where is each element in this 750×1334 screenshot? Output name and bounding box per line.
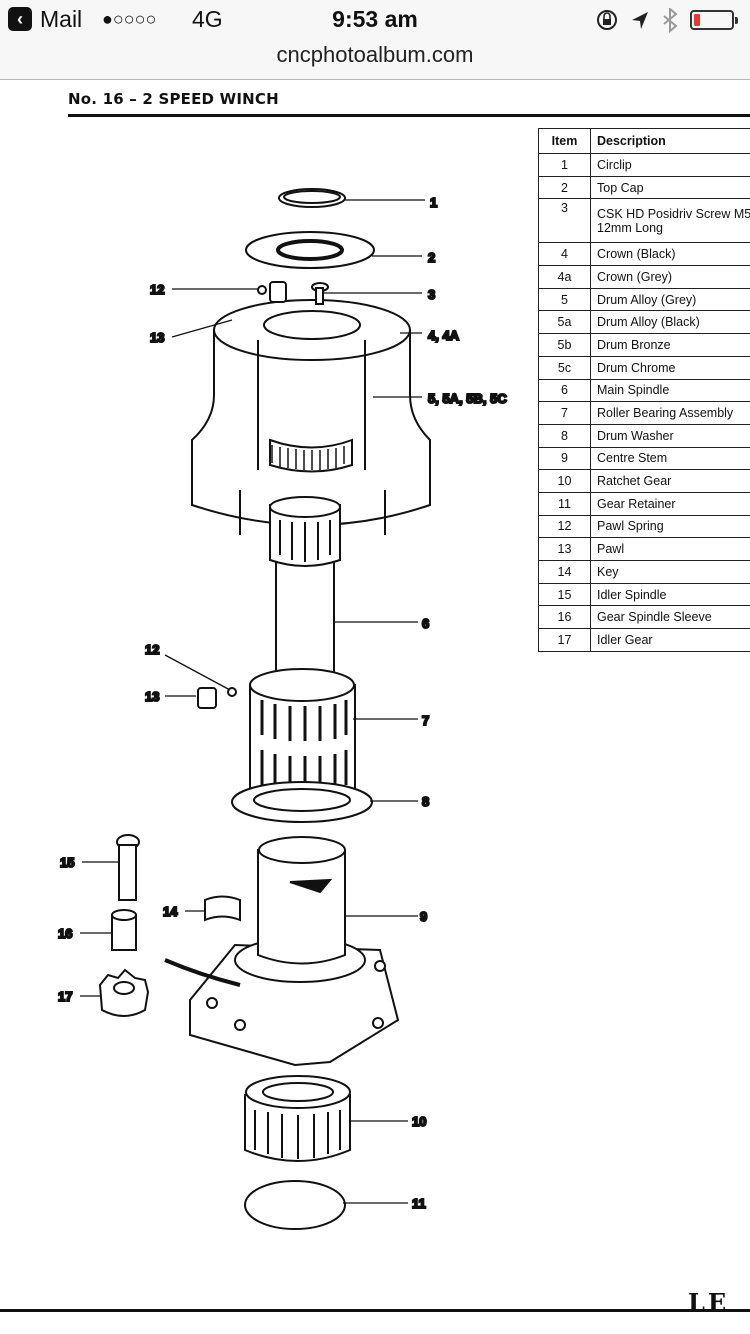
item-description: CSK HD Posidriv Screw M5 x 12mm Long [590, 198, 750, 244]
footer-logo: LE [688, 1288, 730, 1317]
signal-strength: ●○○○○ [102, 9, 157, 29]
item-description: Drum Bronze [590, 333, 750, 357]
callout-6: 6 [422, 616, 429, 631]
callout-3: 3 [428, 287, 435, 302]
callout-12-mid: 12 [145, 642, 159, 657]
idler-spindle-part [116, 834, 140, 901]
document-title: No. 16 – 2 SPEED WINCH [68, 90, 279, 108]
status-icons [597, 8, 678, 34]
pawl-mid-part [197, 687, 237, 709]
key-part [204, 895, 241, 922]
callout-12-top: 12 [150, 282, 164, 297]
exploded-diagram: 1 2 3 4, 4A 5, 5A, 5B, 5C 12 13 6 12 13 … [57, 188, 508, 1230]
gear-spindle-sleeve-part [111, 909, 137, 951]
network-type: 4G [192, 6, 223, 32]
item-description: Drum Alloy (Black) [590, 310, 750, 335]
callout-8: 8 [422, 794, 429, 809]
rotation-lock-icon [597, 10, 617, 30]
item-description: Drum Chrome [590, 355, 750, 380]
callout-7: 7 [422, 713, 429, 728]
callout-5: 5, 5A, 5B, 5C [428, 391, 507, 406]
callout-11: 11 [412, 1196, 426, 1211]
screw-part [311, 282, 329, 305]
header-description: Description [590, 128, 750, 154]
callout-1: 1 [430, 195, 437, 210]
item-number: 16 [538, 605, 591, 630]
status-bar: ‹ Mail ●○○○○ 4G 9:53 am [0, 0, 750, 40]
callout-4: 4, 4A [428, 328, 460, 343]
centre-stem-part [164, 836, 400, 1067]
item-number: 5b [538, 333, 591, 357]
callout-13-top: 13 [150, 330, 164, 345]
callout-17: 17 [58, 989, 72, 1004]
title-rule [68, 114, 750, 117]
item-description: Drum Washer [590, 423, 750, 448]
leader-lines [80, 199, 425, 1204]
url-domain: cncphotoalbum.com [276, 42, 474, 67]
item-description: Centre Stem [590, 446, 750, 471]
clock: 9:53 am [332, 6, 418, 32]
callout-10: 10 [412, 1114, 426, 1129]
item-description: Pawl [590, 537, 750, 561]
idler-gear-part [98, 968, 150, 1017]
header-item: Item [538, 128, 591, 154]
bluetooth-icon [663, 8, 678, 34]
callout-9: 9 [420, 909, 427, 924]
item-description: Circlip [590, 153, 750, 177]
url-bar[interactable]: cncphotoalbum.com [0, 40, 750, 80]
back-icon[interactable]: ‹ [8, 7, 32, 31]
callout-13-mid: 13 [145, 689, 159, 704]
ratchet-gear-part [244, 1075, 351, 1162]
drum-crown-part [191, 299, 431, 535]
item-description: Top Cap [590, 175, 750, 200]
callout-16: 16 [58, 926, 72, 941]
item-description: Roller Bearing Assembly [590, 401, 750, 425]
roller-bearing-part [249, 668, 356, 802]
item-description: Gear Spindle Sleeve [590, 605, 750, 630]
main-spindle-part [269, 496, 341, 686]
item-number: 11 [538, 491, 591, 516]
footer-rule [0, 1309, 750, 1312]
gear-retainer-part [244, 1180, 346, 1230]
location-icon [632, 12, 648, 29]
item-description: Ratchet Gear [590, 469, 750, 493]
callout-15: 15 [60, 855, 74, 870]
item-number: 10 [538, 469, 591, 493]
item-number: 15 [538, 582, 591, 607]
battery-icon [690, 10, 738, 30]
back-to-app[interactable]: Mail [40, 6, 83, 32]
callout-14: 14 [163, 904, 178, 919]
item-number: 17 [538, 628, 591, 652]
table-header: Item Description [538, 128, 750, 154]
pawl-top-part [257, 281, 287, 303]
item-description: Idler Gear [590, 628, 750, 652]
callout-2: 2 [428, 250, 435, 265]
